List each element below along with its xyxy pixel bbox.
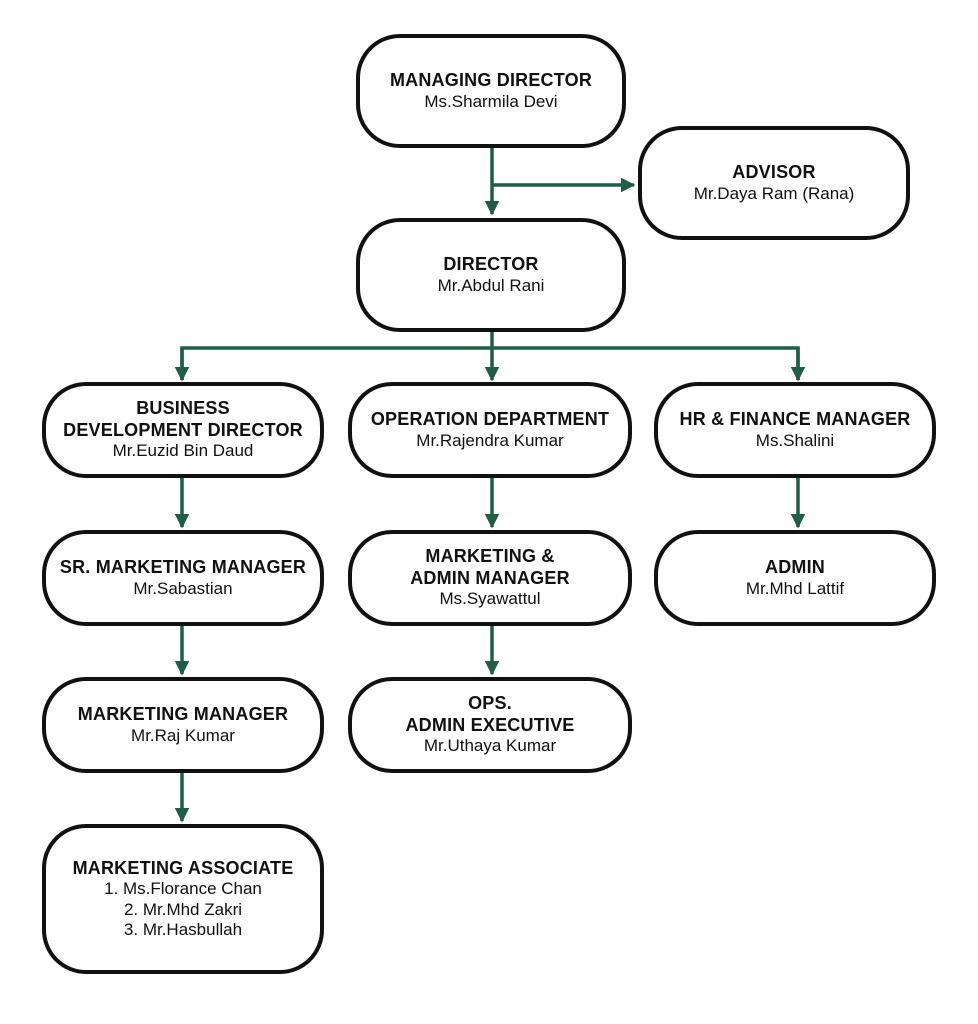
node-person: Mr.Mhd Lattif xyxy=(745,578,845,598)
node-title: DIRECTOR xyxy=(443,254,539,274)
node-admin: ADMIN Mr.Mhd Lattif xyxy=(654,530,936,626)
node-managing-director: MANAGING DIRECTOR Ms.Sharmila Devi xyxy=(356,34,626,148)
node-title: ADVISOR xyxy=(732,162,816,182)
node-person-list: 1. Ms.Florance Chan 2. Mr.Mhd Zakri 3. M… xyxy=(104,879,262,940)
node-operation-department: OPERATION DEPARTMENT Mr.Rajendra Kumar xyxy=(348,382,632,478)
node-title: SR. MARKETING MANAGER xyxy=(59,557,307,577)
node-title: MANAGING DIRECTOR xyxy=(389,70,593,90)
list-item: 3. Mr.Hasbullah xyxy=(123,919,243,939)
node-title: MARKETING MANAGER xyxy=(77,704,289,724)
node-marketing-admin-manager: MARKETING & ADMIN MANAGER Ms.Syawattul xyxy=(348,530,632,626)
node-person: Mr.Abdul Rani xyxy=(437,275,545,295)
node-marketing-manager: MARKETING MANAGER Mr.Raj Kumar xyxy=(42,677,324,773)
node-person: Mr.Rajendra Kumar xyxy=(416,430,564,450)
node-business-development-director: BUSINESS DEVELOPMENT DIRECTOR Mr.Euzid B… xyxy=(42,382,324,478)
node-person: Mr.Raj Kumar xyxy=(131,725,235,745)
node-person: Ms.Syawattul xyxy=(439,589,541,609)
node-person: Mr.Daya Ram (Rana) xyxy=(693,183,855,203)
node-title: HR & FINANCE MANAGER xyxy=(679,409,911,429)
node-sr-marketing-manager: SR. MARKETING MANAGER Mr.Sabastian xyxy=(42,530,324,626)
list-item: 2. Mr.Mhd Zakri xyxy=(123,899,243,919)
node-hr-finance-manager: HR & FINANCE MANAGER Ms.Shalini xyxy=(654,382,936,478)
list-item: 1. Ms.Florance Chan xyxy=(104,879,262,899)
node-director: DIRECTOR Mr.Abdul Rani xyxy=(356,218,626,332)
connector-director-bus xyxy=(180,346,800,380)
node-title: MARKETING ASSOCIATE xyxy=(72,857,294,878)
node-ops-admin-executive: OPS. ADMIN EXECUTIVE Mr.Uthaya Kumar xyxy=(348,677,632,773)
node-person: Mr.Uthaya Kumar xyxy=(423,736,557,756)
node-marketing-associate: MARKETING ASSOCIATE 1. Ms.Florance Chan … xyxy=(42,824,324,974)
node-person: Mr.Sabastian xyxy=(133,578,233,598)
node-title: BUSINESS DEVELOPMENT DIRECTOR xyxy=(63,398,303,440)
node-person: Ms.Shalini xyxy=(755,430,835,450)
node-person: Ms.Sharmila Devi xyxy=(424,91,558,111)
node-title: OPERATION DEPARTMENT xyxy=(370,409,610,429)
node-title: OPS. ADMIN EXECUTIVE xyxy=(405,693,575,735)
node-advisor: ADVISOR Mr.Daya Ram (Rana) xyxy=(638,126,910,240)
node-title: ADMIN xyxy=(765,557,825,577)
node-person: Mr.Euzid Bin Daud xyxy=(112,441,254,461)
node-title: MARKETING & ADMIN MANAGER xyxy=(410,546,570,588)
